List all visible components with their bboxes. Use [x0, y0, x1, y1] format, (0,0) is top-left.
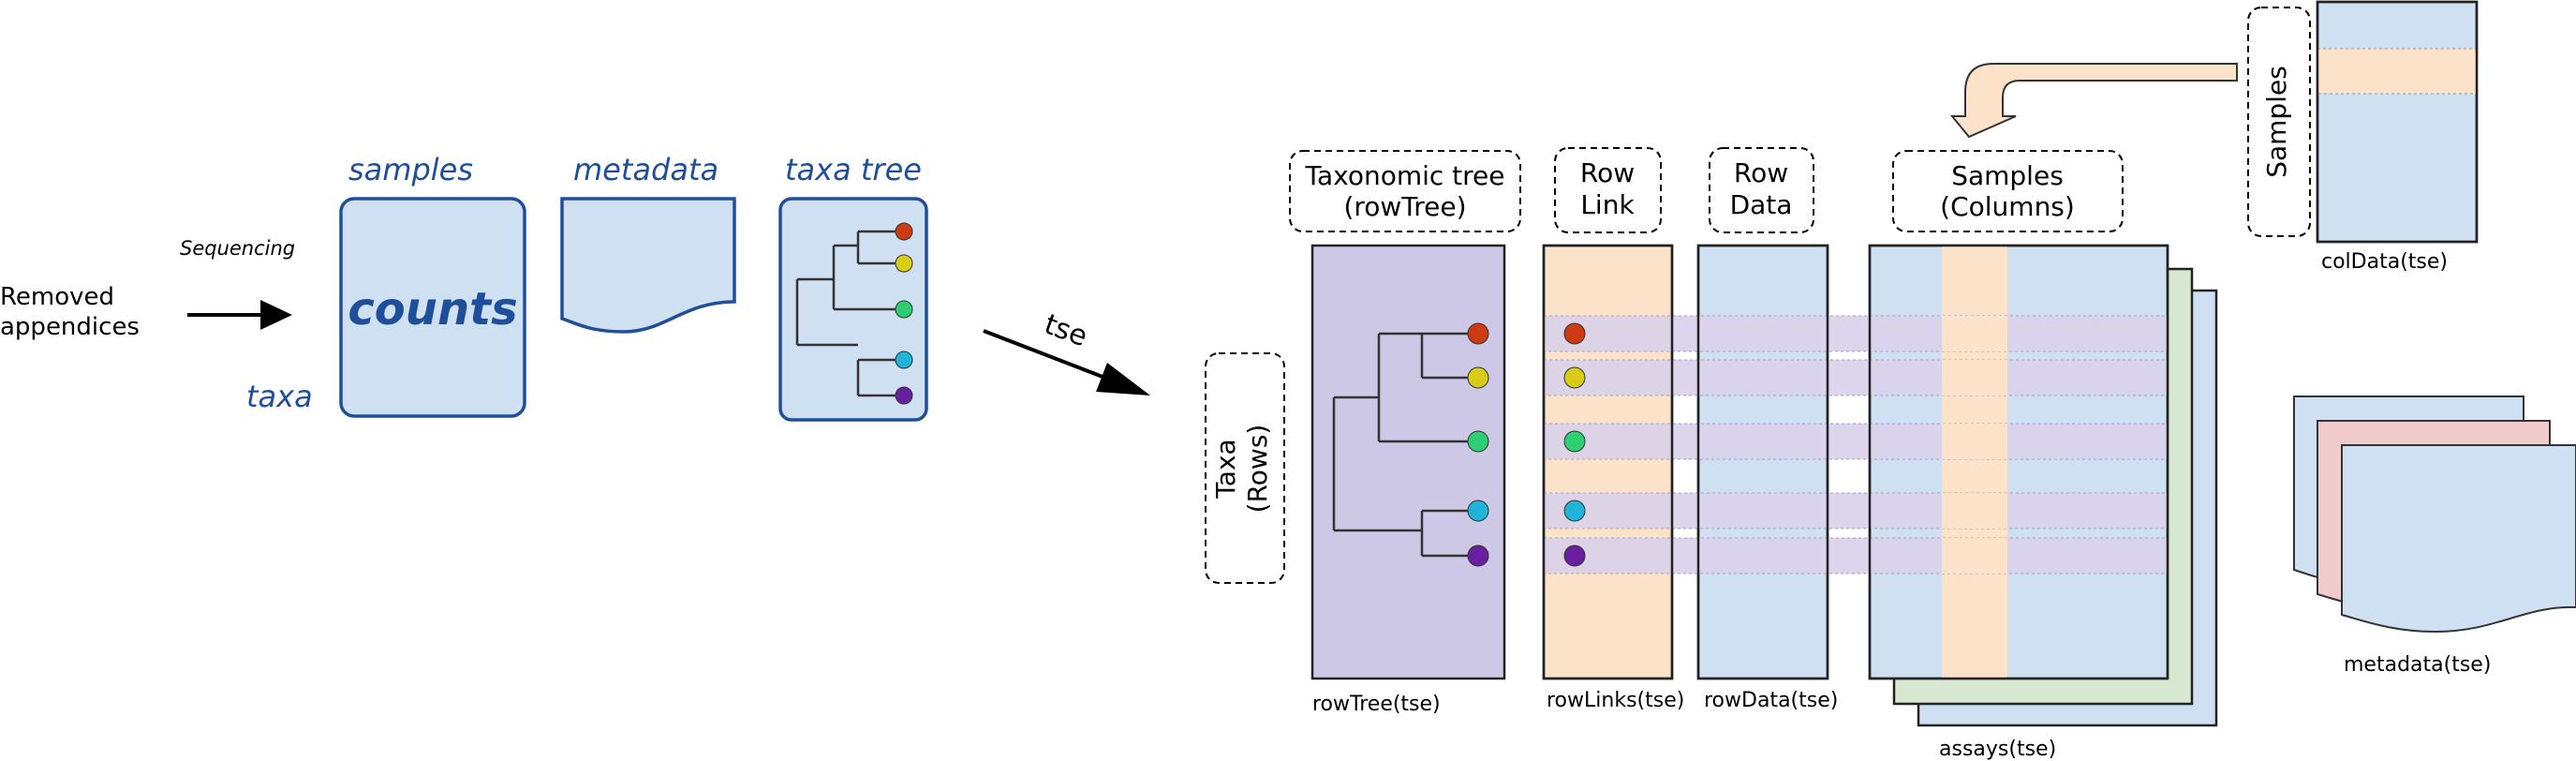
svg-text:Taxa: Taxa: [1210, 439, 1241, 499]
tse-structure: Taxa (Rows) Taxonomic tree (rowTree) Row…: [1205, 0, 2576, 761]
taxa-tree-label: taxa tree: [785, 152, 922, 187]
rowlink-dot-1: [1563, 322, 1586, 345]
taxa-rows-label: Taxa (Rows): [1205, 352, 1285, 584]
counts-box: counts: [339, 197, 526, 418]
svg-text:Link: Link: [1580, 189, 1635, 220]
rowdata-panel: [1696, 244, 1829, 680]
rowlink-panel: [1542, 244, 1674, 680]
tree-node-2: [1467, 366, 1489, 389]
rowlink-dot-4: [1563, 500, 1586, 522]
metadata-label: metadata: [573, 152, 718, 187]
rowtree-panel: [1310, 244, 1506, 680]
row-band-1: [1543, 315, 2169, 352]
rowlinks-caption: rowLinks(tse): [1547, 689, 1684, 712]
taxa-tree-icon: [778, 197, 928, 422]
sequencing-label: Sequencing: [180, 237, 295, 260]
metadata-stack-icon: [2293, 395, 2576, 634]
tree-header: Taxonomic tree (rowTree): [1289, 150, 1521, 232]
row-band-3: [1543, 423, 2169, 460]
tse-arrow-label: tse: [1040, 308, 1091, 354]
rowtree-caption: rowTree(tse): [1312, 693, 1441, 716]
sample-column-highlight: [1942, 316, 2007, 574]
assays-caption: assays(tse): [1939, 738, 2056, 761]
sequencing-arrow-icon: [187, 300, 292, 330]
svg-text:Row: Row: [1734, 157, 1788, 188]
metadata-caption: metadata(tse): [2344, 653, 2491, 677]
row-band-4: [1543, 492, 2169, 530]
svg-text:Samples: Samples: [1951, 160, 2064, 191]
counts-text: counts: [348, 283, 517, 336]
rowdata-caption: rowData(tse): [1704, 689, 1838, 712]
rowlink-header: Row Link: [1554, 147, 1662, 233]
row-band-2: [1543, 359, 2169, 396]
svg-text:Row: Row: [1580, 157, 1635, 188]
row-band-5: [1543, 537, 2169, 574]
source-label-line1: Removed: [0, 283, 114, 311]
coldata-arrow-icon: [1949, 63, 2238, 139]
taxa-label: taxa: [246, 379, 313, 414]
tree-node-1: [1467, 322, 1489, 345]
rowdata-header: Row Data: [1709, 147, 1814, 233]
input-section: Removed appendices Sequencing samples me…: [0, 152, 1150, 422]
rowlink-dot-2: [1563, 366, 1586, 389]
svg-text:Data: Data: [1730, 189, 1793, 220]
tree-node-3: [1467, 430, 1489, 453]
tree-node-4: [1467, 500, 1489, 522]
samples-vertical-label: Samples: [2261, 66, 2292, 178]
source-label-line2: appendices: [0, 313, 140, 341]
coldata-caption: colData(tse): [2321, 250, 2448, 274]
tse-arrow-icon: [983, 329, 1150, 395]
rowlink-dots: [1563, 322, 1586, 567]
rowlink-dot-5: [1563, 545, 1586, 567]
samples-label: samples: [348, 152, 473, 187]
coldata-panel: Samples: [2247, 0, 2479, 244]
svg-text:(rowTree): (rowTree): [1343, 191, 1466, 222]
tree-node-5: [1467, 545, 1489, 567]
row-bands: [1543, 315, 2169, 574]
assay-front: [1868, 244, 2169, 680]
svg-text:(Rows): (Rows): [1242, 425, 1273, 514]
samples-header: Samples (Columns): [1892, 150, 2124, 232]
svg-text:(Columns): (Columns): [1940, 191, 2075, 222]
metadata-document-icon: [560, 197, 736, 334]
rowlink-dot-3: [1563, 430, 1586, 453]
svg-text:Taxonomic tree: Taxonomic tree: [1304, 160, 1504, 191]
